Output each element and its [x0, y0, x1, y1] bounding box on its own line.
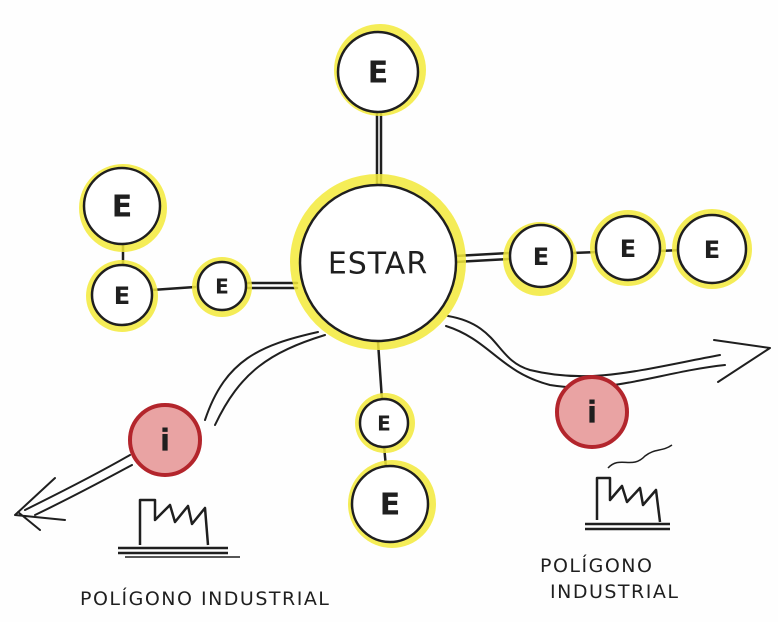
industry-node-right: i — [555, 375, 629, 449]
flow-left-upper — [204, 331, 319, 421]
caption-left: POLÍGONO INDUSTRIAL — [80, 587, 330, 610]
node-label-bottom-1: E — [377, 412, 391, 436]
node-label-left-top: E — [112, 190, 133, 225]
node-label-top: E — [368, 56, 389, 91]
connector-left-mid — [150, 285, 197, 292]
hub-circle — [298, 183, 458, 343]
arrow-head-right — [713, 339, 771, 383]
caption-right-line1: POLÍGONO — [540, 554, 653, 577]
flow-right-upper — [447, 315, 721, 378]
industry-label-right: i — [587, 396, 597, 431]
node-circle-right-3 — [676, 213, 748, 285]
arrow-head-left — [14, 477, 66, 531]
factory-icon — [585, 444, 673, 531]
node-label-left-near: E — [215, 275, 229, 299]
node-label-right-3: E — [704, 236, 720, 264]
industry-label-left: i — [160, 424, 170, 459]
node-circle-right-1 — [508, 223, 574, 289]
node-circle-bottom-1 — [358, 397, 410, 449]
flow-left-lower — [24, 454, 131, 511]
flow-left-upper-2 — [214, 334, 326, 426]
flow-left-lower-2 — [34, 464, 133, 516]
node-circle-left-mid — [90, 263, 154, 327]
factory-icon — [118, 498, 240, 558]
node-label-right-1: E — [533, 243, 549, 271]
node-label-right-2: E — [620, 235, 636, 263]
caption-right-line2: INDUSTRIAL — [550, 581, 679, 603]
node-circle-left-near — [196, 260, 248, 312]
node-circle-left-top — [82, 166, 162, 246]
node-circle-top — [336, 30, 420, 114]
node-circles — [82, 30, 748, 544]
node-labels: E E E E E E E E E ESTAR — [112, 56, 720, 523]
hub-label: ESTAR — [328, 247, 428, 282]
connector-bottom — [376, 340, 384, 402]
flow-arrows — [14, 315, 771, 531]
node-label-bottom-2: E — [380, 488, 401, 523]
industry-node-left: i — [128, 403, 202, 477]
node-label-left-mid: E — [114, 282, 130, 310]
node-circle-bottom-2 — [350, 464, 430, 544]
node-circle-right-2 — [594, 214, 662, 282]
flow-right-upper-2 — [445, 325, 726, 389]
